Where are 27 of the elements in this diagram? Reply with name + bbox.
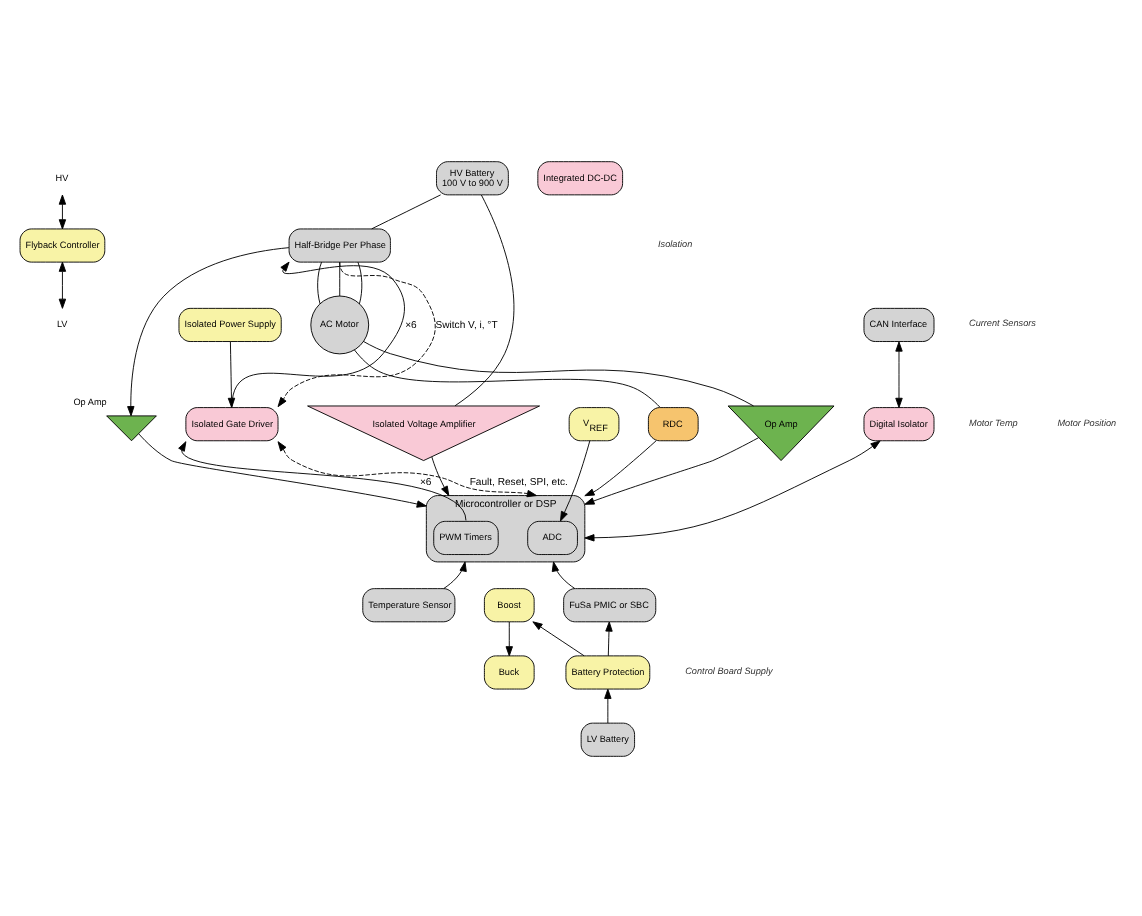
arrow bbox=[277, 440, 537, 497]
connector bbox=[317, 260, 323, 304]
arrow bbox=[431, 455, 450, 496]
arrow bbox=[138, 432, 427, 507]
connector bbox=[362, 339, 754, 406]
connector bbox=[354, 348, 661, 407]
arrow bbox=[58, 193, 67, 229]
arrow bbox=[584, 439, 881, 541]
arrow bbox=[127, 246, 290, 416]
arrow bbox=[231, 260, 405, 407]
arrow bbox=[584, 436, 760, 504]
arrow bbox=[560, 439, 591, 521]
connector bbox=[357, 260, 363, 304]
arrow bbox=[443, 560, 467, 588]
arrow bbox=[58, 260, 67, 308]
arrow bbox=[277, 260, 436, 407]
arrow bbox=[605, 620, 613, 656]
connector bbox=[371, 193, 442, 229]
arrow bbox=[604, 687, 612, 723]
arrow bbox=[505, 620, 513, 656]
connector bbox=[454, 193, 515, 406]
arrow bbox=[532, 620, 585, 656]
arrow bbox=[584, 439, 657, 496]
node-triangle bbox=[106, 414, 157, 441]
arrow bbox=[551, 560, 576, 588]
arrow bbox=[895, 340, 903, 407]
arrow bbox=[178, 440, 467, 520]
